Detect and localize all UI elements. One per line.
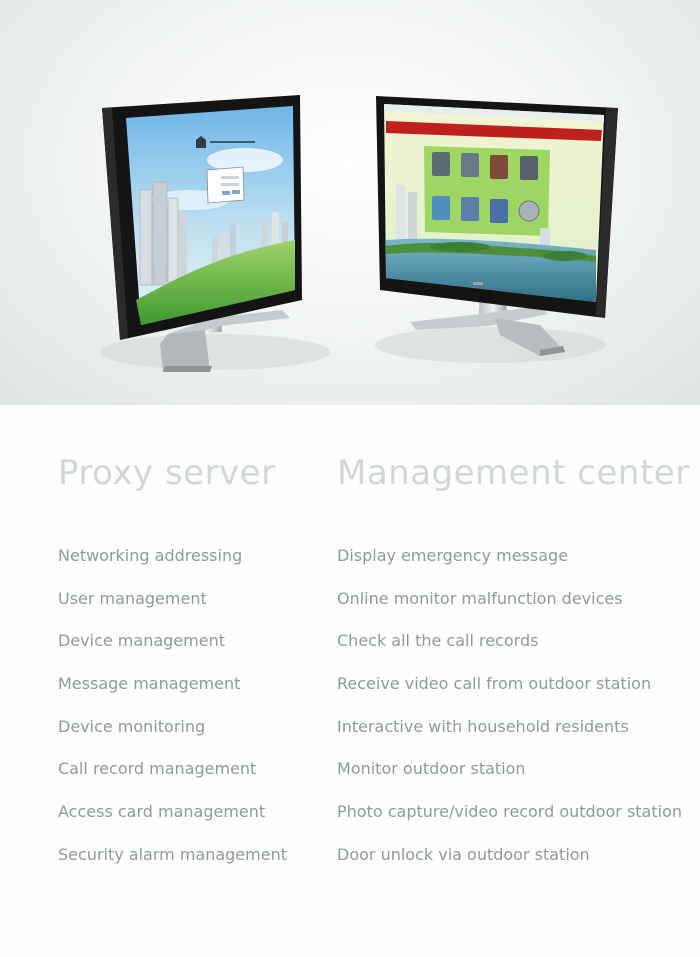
right-stand-base xyxy=(410,306,548,330)
list-item: User management xyxy=(58,588,207,608)
left-stand-base xyxy=(160,310,290,344)
list-item: Call record management xyxy=(58,759,257,779)
list-item: Access card management xyxy=(58,802,266,822)
management-center-title: Management center xyxy=(337,453,690,493)
left-stand-shadow xyxy=(100,334,330,370)
list-item: Monitor outdoor station xyxy=(337,759,526,779)
list-item: Receive video call from outdoor station xyxy=(337,674,652,694)
left-monitor xyxy=(102,95,302,372)
app-icon xyxy=(461,153,479,177)
monitors-illustration xyxy=(100,95,618,372)
list-item: Message management xyxy=(58,674,241,694)
list-item: Door unlock via outdoor station xyxy=(337,844,590,864)
proxy-server-feature-list: Networking addressing User management De… xyxy=(58,546,287,888)
right-stand-shadow xyxy=(375,327,605,363)
list-item: Security alarm management xyxy=(58,844,287,864)
list-item: Interactive with household residents xyxy=(337,716,629,736)
app-icon-panel xyxy=(424,146,550,236)
management-center-feature-list: Display emergency message Online monitor… xyxy=(337,546,682,888)
list-item: Networking addressing xyxy=(58,546,243,565)
app-icon xyxy=(490,199,508,223)
right-stand-foot xyxy=(495,318,565,356)
list-item: Display emergency message xyxy=(337,546,569,565)
list-item: Device monitoring xyxy=(58,716,206,736)
app-header-bar xyxy=(386,121,602,141)
app-icon xyxy=(518,200,540,222)
app-icon xyxy=(461,197,479,221)
proxy-server-title: Proxy server xyxy=(58,453,276,493)
list-item: Check all the call records xyxy=(337,631,539,651)
app-icon xyxy=(490,155,508,179)
app-icon xyxy=(432,196,450,220)
left-stand-foot xyxy=(160,330,210,372)
list-item: Photo capture/video record outdoor stati… xyxy=(337,802,683,822)
hero-product-photo xyxy=(0,0,700,405)
right-monitor xyxy=(376,96,618,356)
list-item: Device management xyxy=(58,631,225,651)
feature-comparison: Proxy server Management center Networkin… xyxy=(0,405,700,957)
app-icon xyxy=(520,156,538,180)
app-icon xyxy=(432,152,450,176)
list-item: Online monitor malfunction devices xyxy=(337,588,623,608)
